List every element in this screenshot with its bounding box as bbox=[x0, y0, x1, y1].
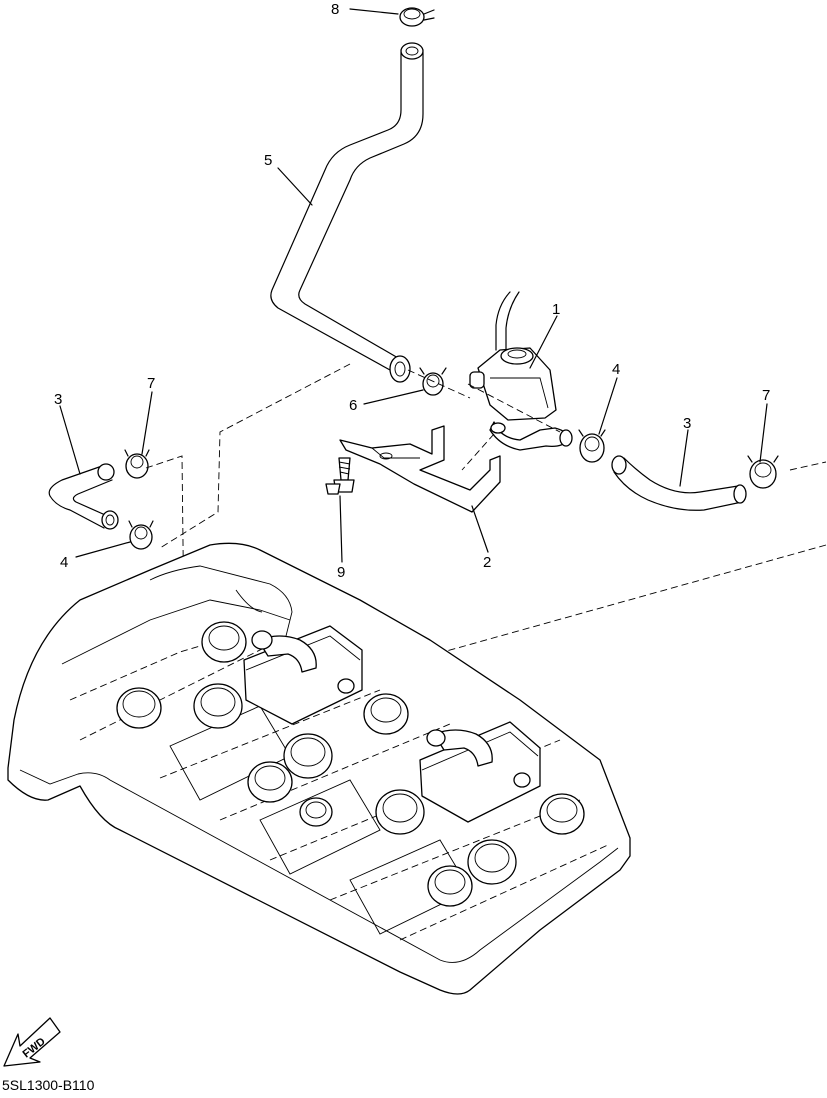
leader-4-right bbox=[598, 377, 618, 435]
callout-8: 8 bbox=[331, 1, 339, 18]
leader-3-right bbox=[679, 429, 689, 487]
callout-9: 9 bbox=[337, 564, 345, 581]
clamp-6 bbox=[419, 367, 447, 396]
diagram-code: 5SL1300-B110 bbox=[2, 1077, 95, 1093]
callout-2: 2 bbox=[483, 554, 491, 571]
fwd-arrow-icon: FWD bbox=[3, 1017, 61, 1067]
leader-8 bbox=[349, 8, 399, 15]
callout-4-right: 4 bbox=[612, 361, 620, 378]
callout-7-right: 7 bbox=[762, 387, 770, 404]
cylinder-head-cover bbox=[7, 542, 631, 995]
valve-1 bbox=[469, 291, 573, 451]
leader-7-right bbox=[759, 403, 768, 463]
clamp-4-right bbox=[578, 429, 606, 463]
leader-6 bbox=[363, 389, 424, 405]
hose-3-right bbox=[611, 455, 747, 511]
leader-4-left bbox=[75, 541, 131, 558]
clamp-7-left bbox=[124, 449, 150, 479]
leader-3-left bbox=[59, 405, 81, 475]
callout-7-left: 7 bbox=[147, 375, 155, 392]
callout-6: 6 bbox=[349, 397, 357, 414]
hose-3-left bbox=[48, 463, 119, 530]
clamp-8 bbox=[399, 7, 435, 27]
bolt-9 bbox=[325, 457, 355, 495]
leader-9 bbox=[339, 495, 343, 563]
callout-4-left: 4 bbox=[60, 554, 68, 571]
callout-1: 1 bbox=[552, 301, 560, 318]
leader-7-left bbox=[141, 391, 153, 455]
leader-1 bbox=[529, 315, 558, 369]
callout-5: 5 bbox=[264, 152, 272, 169]
leader-2 bbox=[471, 505, 489, 553]
clamp-4-left bbox=[128, 520, 154, 550]
bracket-2 bbox=[339, 425, 501, 513]
hose-5 bbox=[270, 42, 424, 383]
callout-3-left: 3 bbox=[54, 391, 62, 408]
clamp-7-right bbox=[747, 455, 779, 489]
callout-3-right: 3 bbox=[683, 415, 691, 432]
leader-5 bbox=[277, 167, 313, 206]
